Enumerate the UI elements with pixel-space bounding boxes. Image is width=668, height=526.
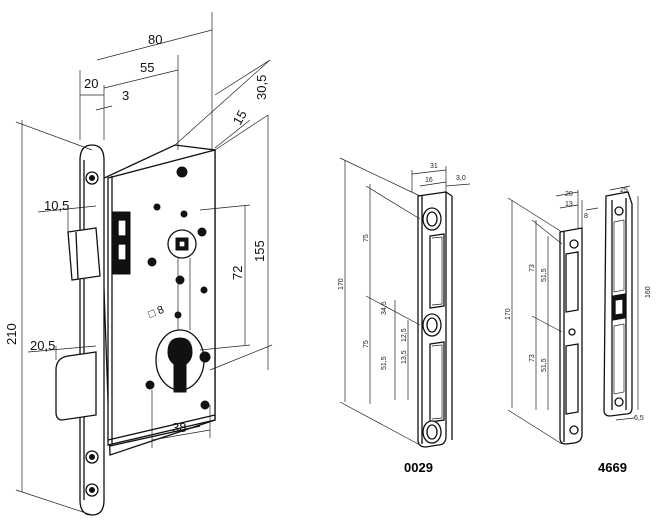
dim-4669-160: 160 (645, 286, 652, 298)
lock-dimension-lines (15, 12, 273, 516)
dim-0029-170: 170 (338, 278, 345, 290)
dim-0029-51-5: 51,5 (381, 356, 388, 370)
dim-4669-6-5: 6,5 (634, 415, 644, 422)
dim-80: 80 (148, 32, 162, 47)
dim-0029-75a: 75 (363, 234, 370, 242)
strike-plate-0029 (417, 191, 453, 448)
strike-4669-dimension-lines (507, 185, 639, 445)
dim-0029-16: 16 (425, 177, 433, 184)
dead-bolt (55, 351, 97, 421)
product-code-4669: 4669 (598, 460, 627, 475)
latch-bolt (67, 227, 101, 281)
dim-4669-8: 8 (584, 213, 588, 220)
dim-0029-31: 31 (430, 163, 438, 170)
dim-20: 20 (84, 76, 98, 91)
dim-4669-73a: 73 (529, 264, 536, 272)
dim-55: 55 (140, 60, 154, 75)
strike-4669-side-view (603, 191, 633, 417)
dim-4669-73b: 73 (529, 354, 536, 362)
product-code-0029: 0029 (404, 460, 433, 475)
dim-155: 155 (252, 240, 267, 262)
dim-38: 38 (172, 420, 186, 435)
mortise-lock-drawing (55, 144, 216, 516)
strike-0029-dimension-lines (339, 157, 471, 446)
dim-0029-34-5: 34,5 (381, 301, 388, 315)
dim-0029-13-5: 13,5 (401, 350, 408, 364)
dim-210: 210 (4, 323, 19, 345)
dim-4669-13: 13 (565, 201, 573, 208)
dim-0029-12-5: 12,5 (401, 328, 408, 342)
dim-20-5: 20,5 (30, 338, 55, 353)
dim-10-5: 10,5 (44, 198, 69, 213)
dim-72: 72 (230, 266, 245, 280)
lock-case (107, 149, 216, 446)
dim-4669-25: 25 (620, 187, 628, 194)
dim-0029-75b: 75 (363, 340, 370, 348)
dim-0029-3: 3,0 (456, 175, 466, 182)
dim-3: 3 (122, 88, 129, 103)
dim-15: 15 (230, 107, 250, 127)
dim-4669-51-5b: 51,5 (541, 358, 548, 372)
dim-4669-20: 20 (565, 191, 573, 198)
dim-spindle-8: □ 8 (147, 304, 166, 321)
dim-30-5: 30,5 (254, 75, 269, 100)
dim-4669-51-5a: 51,5 (541, 268, 548, 282)
strike-plate-4669 (559, 227, 583, 445)
cylinder-hole (167, 337, 193, 393)
dim-4669-170: 170 (505, 308, 512, 320)
